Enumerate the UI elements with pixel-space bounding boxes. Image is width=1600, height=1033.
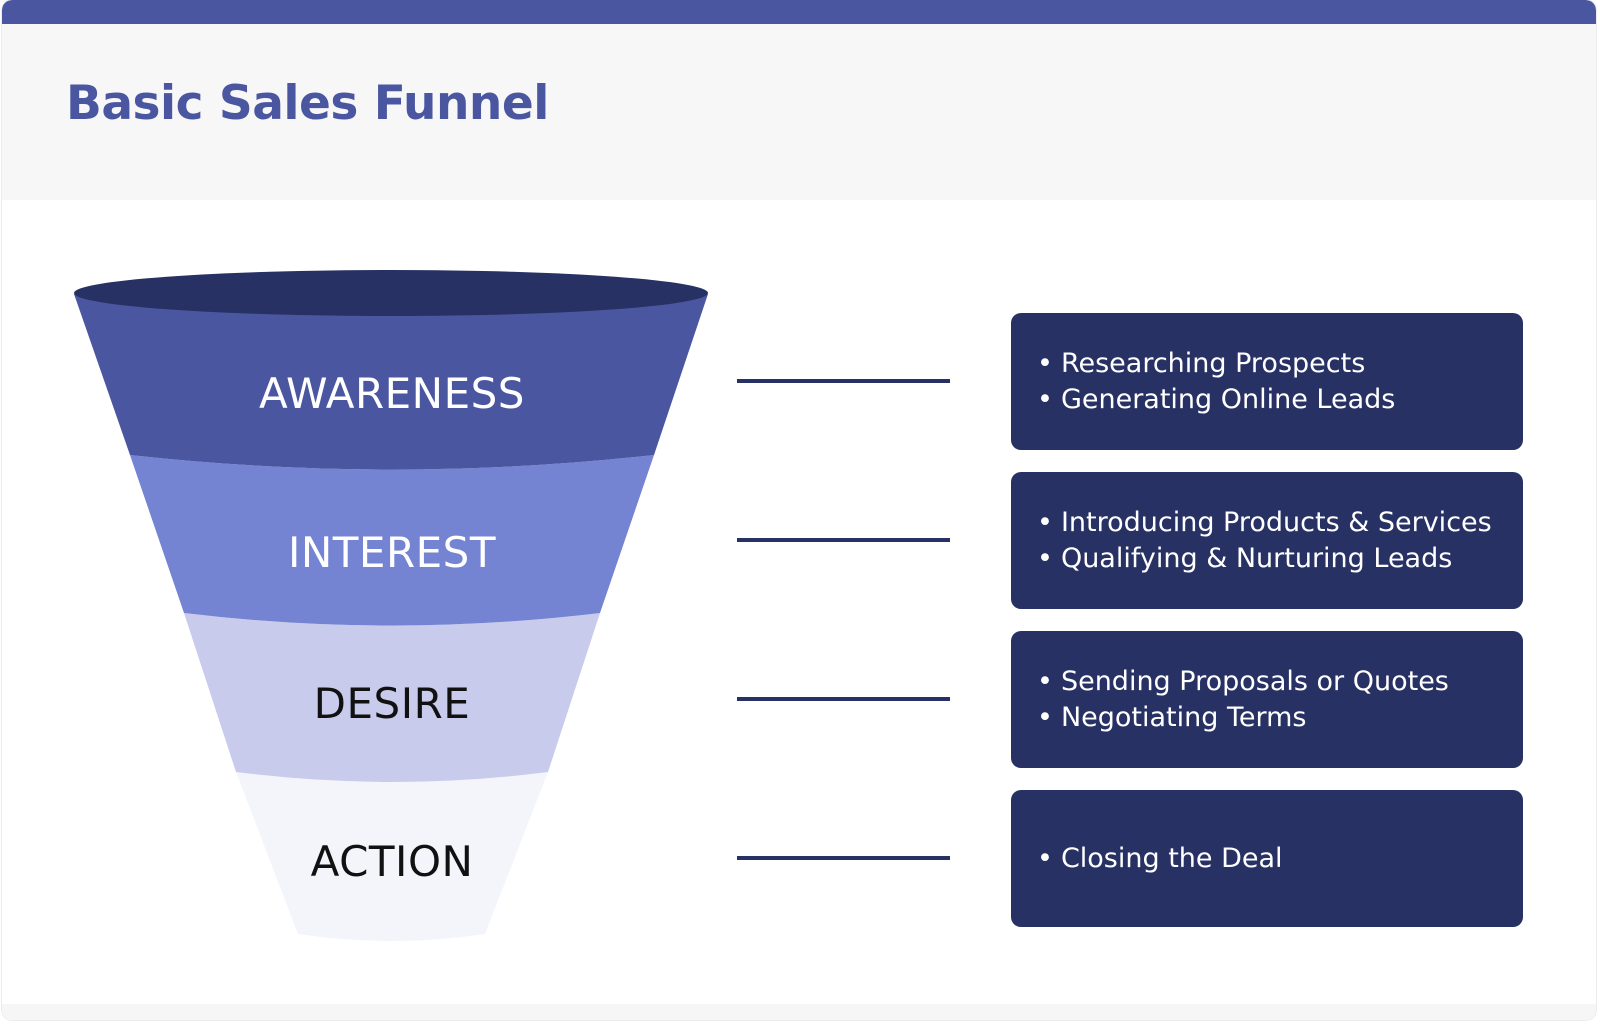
list-item: •Generating Online Leads [1037, 383, 1396, 415]
funnel-rim [74, 270, 708, 316]
funnel-stage-action [236, 772, 548, 941]
list-item: •Introducing Products & Services [1037, 506, 1492, 538]
stage-label-interest: INTEREST [288, 528, 496, 577]
stage-box-desire: •Sending Proposals or Quotes •Negotiatin… [1011, 631, 1523, 768]
list-item: •Closing the Deal [1037, 842, 1283, 874]
list-item: •Qualifying & Nurturing Leads [1037, 542, 1453, 574]
list-item: •Sending Proposals or Quotes [1037, 665, 1449, 697]
stage-label-desire: DESIRE [314, 679, 471, 728]
header-band [2, 24, 1596, 200]
stage-label-awareness: AWARENESS [259, 369, 525, 418]
funnel-stage-desire [184, 613, 600, 782]
accent-top-bar [2, 0, 1596, 24]
funnel-stage-awareness [74, 294, 708, 470]
stage-box-action: •Closing the Deal [1011, 790, 1523, 927]
stage-box-awareness: •Researching Prospects •Generating Onlin… [1011, 313, 1523, 450]
footer-strip [2, 1004, 1596, 1020]
list-item: •Researching Prospects [1037, 347, 1366, 379]
funnel-stage-interest [130, 455, 654, 626]
stage-label-action: ACTION [311, 837, 474, 886]
stage-box-interest: •Introducing Products & Services •Qualif… [1011, 472, 1523, 609]
page-title: Basic Sales Funnel [66, 76, 549, 131]
list-item: •Negotiating Terms [1037, 701, 1307, 733]
